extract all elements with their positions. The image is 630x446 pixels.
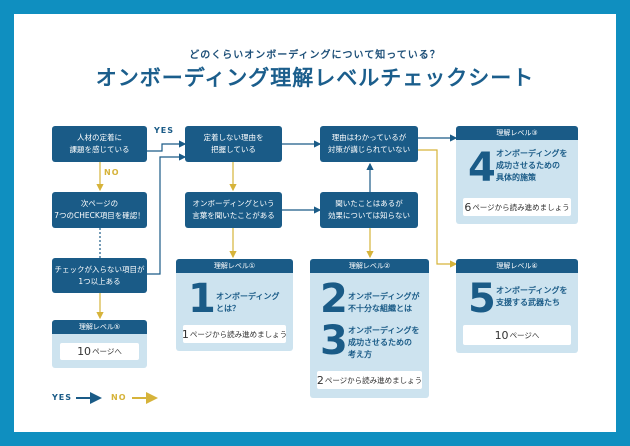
box-know-reason: 定着しない理由を 把握している xyxy=(185,126,282,162)
box-line: オンボーディングという xyxy=(192,199,275,208)
card-level1: 理解レベル① 1 オンボーディング とは？ 1 ページから読み進めましょう xyxy=(176,259,293,351)
page-suffix: ページから読み進めましょう xyxy=(472,202,570,212)
page-suffix: ページから読み進めましょう xyxy=(324,375,423,385)
item-text-line: 成功させるための xyxy=(496,161,560,170)
item-text-line: オンボーディングが xyxy=(348,292,420,301)
item-text-line: とは？ xyxy=(216,304,240,313)
legend-yes: YES xyxy=(52,393,73,402)
box-unchecked-items: チェックが入らない項目が 1つ以上ある xyxy=(52,258,147,293)
card-head: 理解レベル⑤ xyxy=(52,320,147,334)
item-text: オンボーディングを 支援する武器たち xyxy=(496,285,567,309)
box-line: 1つ以上ある xyxy=(78,276,121,286)
card-head: 理解レベル④ xyxy=(456,259,578,273)
box-unknown-effect: 聞いたことはあるが 効果については知らない xyxy=(320,192,418,228)
page-suffix: ページへ xyxy=(509,330,540,340)
card-head: 理解レベル① xyxy=(176,259,293,273)
card-level5: 理解レベル⑤ 10 ページへ xyxy=(52,320,147,368)
page-number: 6 xyxy=(464,200,472,214)
box-line: 課題を感じている xyxy=(69,145,130,154)
item-number: 5 xyxy=(468,276,496,322)
card-head: 理解レベル③ xyxy=(456,126,578,140)
item-number: 3 xyxy=(320,318,348,364)
item-text-line: 不十分な組織とは xyxy=(348,304,412,313)
item-text: オンボーディングを 成功させるための 具体的施策 xyxy=(496,148,567,184)
item-text-line: オンボーディングを xyxy=(496,286,568,295)
box-line: 対策が講じられていない xyxy=(327,145,411,154)
box-line: 把握している xyxy=(211,145,256,154)
item-text: オンボーディングを 成功させるための 考え方 xyxy=(348,325,419,361)
box-line: 理由はわかっているが xyxy=(331,133,407,142)
card-level4: 理解レベル④ 5 オンボーディングを 支援する武器たち 10 ページへ xyxy=(456,259,578,353)
page-ref: 10 ページへ xyxy=(463,325,571,345)
item-number: 1 xyxy=(188,276,216,322)
legend-no: NO xyxy=(111,393,127,402)
page-number: 1 xyxy=(181,327,189,341)
page-ref: 6 ページから読み進めましょう xyxy=(463,198,571,216)
page-suffix: ページから読み進めましょう xyxy=(189,329,288,339)
card-level3: 理解レベル③ 4 オンボーディングを 成功させるための 具体的施策 6 ページか… xyxy=(456,126,578,224)
item-text-line: 成功させるための xyxy=(348,338,412,347)
box-line: チェックが入らない項目が xyxy=(54,264,145,274)
page-number: 10 xyxy=(77,345,92,358)
page-title: オンボーディング理解レベルチェックシート xyxy=(95,66,535,90)
item-text: オンボーディングが 不十分な組織とは xyxy=(348,291,419,315)
box-no-measures: 理由はわかっているが 対策が講じられていない xyxy=(320,126,418,162)
box-heard-term: オンボーディングという 言葉を聞いたことがある xyxy=(185,192,282,228)
page-number: 2 xyxy=(316,373,324,387)
box-line: 定着しない理由を xyxy=(203,133,264,142)
box-retention-issue: 人材の定着に 課題を感じている xyxy=(52,126,147,162)
card-head: 理解レベル② xyxy=(310,259,429,273)
item-text-line: オンボーディングを xyxy=(348,326,420,335)
page-ref: 1 ページから読み進めましょう xyxy=(181,325,288,343)
page-subtitle: どのくらいオンボーディングについて知っている？ xyxy=(189,50,441,61)
box-line: 次ページの xyxy=(80,199,119,208)
item-text-line: 支援する武器たち xyxy=(496,298,560,307)
item-number: 4 xyxy=(468,145,496,191)
item-number: 2 xyxy=(320,276,348,322)
page-ref: 10 ページへ xyxy=(60,343,139,360)
yes-label-b1: YES xyxy=(154,126,175,135)
item-text-line: オンボーディング xyxy=(216,292,280,301)
item-text-line: オンボーディングを xyxy=(496,149,568,158)
card-level2: 理解レベル② 2 オンボーディングが 不十分な組織とは 3 オンボーディングを … xyxy=(310,259,429,398)
box-line: 聞いたことはあるが xyxy=(335,199,403,208)
page-suffix: ページへ xyxy=(92,347,122,356)
no-label-b1: NO xyxy=(104,168,120,177)
box-line: 効果については知らない xyxy=(327,211,411,220)
page-number: 10 xyxy=(494,328,509,342)
box-line: 人材の定着に xyxy=(77,133,122,142)
box-line: 7つのCHECK項目を確認！ xyxy=(54,211,145,220)
page-ref: 2 ページから読み進めましょう xyxy=(317,371,422,389)
item-text: オンボーディング とは？ xyxy=(216,291,279,315)
box-line: 言葉を聞いたことがある xyxy=(192,211,275,220)
box-check-items: 次ページの 7つのCHECK項目を確認！ xyxy=(52,192,147,228)
item-text-line: 具体的施策 xyxy=(496,173,536,182)
item-text-line: 考え方 xyxy=(348,350,372,359)
